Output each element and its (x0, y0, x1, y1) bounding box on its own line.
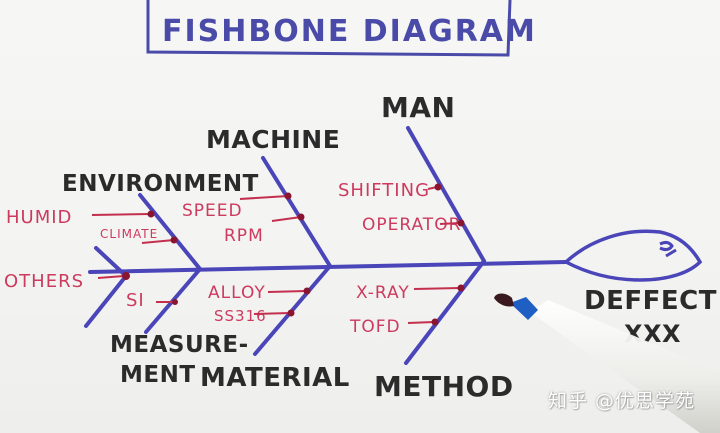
category-man: MAN (381, 91, 455, 124)
category-material: MATERIAL (200, 363, 350, 393)
diagram-title: FISHBONE DIAGRAM (162, 14, 537, 49)
cause-si: SI (126, 290, 145, 311)
cause-alloy: ALLOY (208, 283, 266, 303)
category-measurement-line1: MEASURE- (110, 332, 249, 358)
category-measurement-line2: MENT (120, 362, 196, 388)
effect-label: DEFFECT (584, 286, 717, 316)
environment-bone (138, 193, 202, 271)
category-environment: ENVIRONMENT (62, 171, 259, 197)
cause-x-ray: X-RAY (356, 283, 410, 303)
cause-climate: CLIMATE (100, 227, 158, 241)
cause-rpm: RPM (224, 226, 264, 246)
method-bone (404, 259, 486, 365)
man-bone (406, 126, 486, 263)
marker-pen-icon (494, 293, 720, 433)
category-method: METHOD (374, 370, 514, 403)
cause-operator: OPERATOR (362, 215, 461, 235)
cause-humid: HUMID (6, 207, 72, 228)
category-machine: MACHINE (206, 125, 340, 154)
fish-head-icon (562, 229, 703, 282)
cause-ss316: SS316 (214, 307, 267, 325)
cause-shifting: SHIFTING (338, 180, 430, 201)
watermark: 知乎 @优思学苑 (548, 390, 696, 412)
others-bone-lower (84, 274, 128, 328)
others-bone-upper (94, 246, 128, 278)
cause-speed: SPEED (182, 201, 243, 221)
cause-others: OTHERS (4, 271, 84, 292)
cause-tofd: TOFD (349, 317, 401, 337)
machine-bone (261, 156, 332, 268)
title-box: FISHBONE DIAGRAM (146, 0, 537, 57)
